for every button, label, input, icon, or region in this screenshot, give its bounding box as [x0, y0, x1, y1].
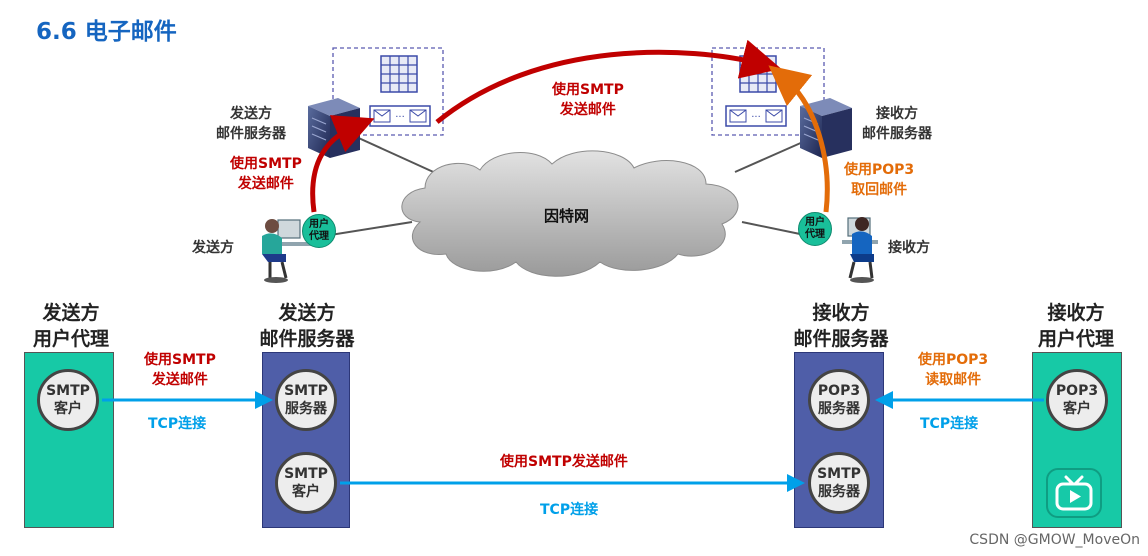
person-at-computer-icon — [842, 217, 878, 283]
col-sender-server-header: 发送方邮件服务器 — [259, 302, 355, 350]
envelope-icon: ··· — [369, 105, 431, 127]
link2-top-label: 使用SMTP发送邮件 — [500, 454, 628, 470]
watermark: CSDN @GMOW_MoveOn — [969, 532, 1140, 548]
person-at-computer-icon — [262, 219, 314, 283]
link2-bottom-label: TCP连接 — [540, 502, 599, 518]
cloud-icon — [401, 150, 739, 277]
smtp-relay-arc — [435, 39, 782, 124]
sender-user-agent-badge: 用户代理 — [302, 214, 336, 248]
receiver-user-agent-badge: 用户代理 — [798, 212, 832, 246]
link3-bottom-label: TCP连接 — [920, 416, 979, 432]
top-diagram: ··· ··· — [262, 39, 878, 283]
col-receiver-ua-header: 接收方用户代理 — [1037, 302, 1114, 350]
sender-ua-column — [24, 352, 114, 528]
sender-label: 发送方 — [192, 240, 234, 256]
svg-text:···: ··· — [395, 112, 405, 123]
sender-mailbox-frame — [332, 47, 444, 136]
col-receiver-server-header: 接收方邮件服务器 — [793, 302, 889, 350]
receiver-server-label: 接收方邮件服务器 — [862, 106, 932, 142]
page-title: 6.6 电子邮件 — [36, 19, 177, 45]
mailbox-grid-icon — [380, 55, 418, 93]
envelope-icon: ··· — [725, 105, 787, 127]
tv-logo-icon — [1046, 468, 1102, 518]
col-sender-ua-header: 发送方用户代理 — [32, 302, 109, 350]
internet-label: 因特网 — [544, 207, 590, 225]
link1-bottom-label: TCP连接 — [148, 416, 207, 432]
svg-text:···: ··· — [751, 112, 761, 123]
smtp-upload-arc — [310, 115, 375, 213]
sender-server-label: 发送方邮件服务器 — [216, 106, 286, 142]
pop3-fetch-arc — [768, 65, 830, 213]
bottom-arrows — [102, 391, 1044, 492]
server-icon — [800, 98, 852, 158]
receiver-label: 接收方 — [888, 240, 930, 256]
